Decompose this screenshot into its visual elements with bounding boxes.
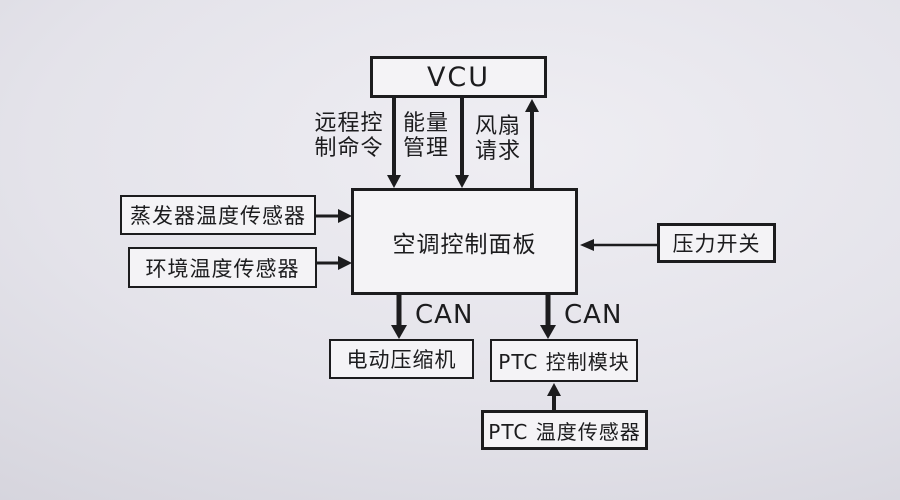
connector-evaporator-to-panel <box>316 209 352 223</box>
node-ac-control-panel: 空调控制面板 <box>351 188 578 295</box>
connector-ptc-sensor-to-module <box>547 383 561 410</box>
edge-label-remote-control-command: 远程控制命令 <box>314 111 384 161</box>
edge-label-energy-management: 能量管理 <box>402 111 449 161</box>
node-ptc-temp-sensor: PTC 温度传感器 <box>481 410 648 450</box>
node-ambient-temp-sensor: 环境温度传感器 <box>128 247 317 288</box>
connector-ambient-to-panel <box>317 256 352 270</box>
connector-vcu-to-panel-remote <box>387 98 401 188</box>
node-ptc-control-module: PTC 控制模块 <box>490 339 638 382</box>
node-pressure-switch: 压力开关 <box>657 223 776 263</box>
connector-panel-to-ptc-module-can <box>540 295 556 339</box>
connector-panel-to-vcu-fan <box>525 99 539 188</box>
edge-label-can-right: CAN <box>564 300 623 330</box>
connector-vcu-to-panel-energy <box>455 98 469 188</box>
connector-pressure-to-panel <box>580 239 657 251</box>
node-evaporator-temp-sensor: 蒸发器温度传感器 <box>120 195 316 235</box>
node-vcu: VCU <box>370 56 547 98</box>
edge-label-can-left: CAN <box>415 300 474 330</box>
edge-label-fan-request: 风扇请求 <box>474 114 521 164</box>
node-electric-compressor: 电动压缩机 <box>329 339 474 379</box>
connector-panel-to-compressor-can <box>391 295 407 339</box>
